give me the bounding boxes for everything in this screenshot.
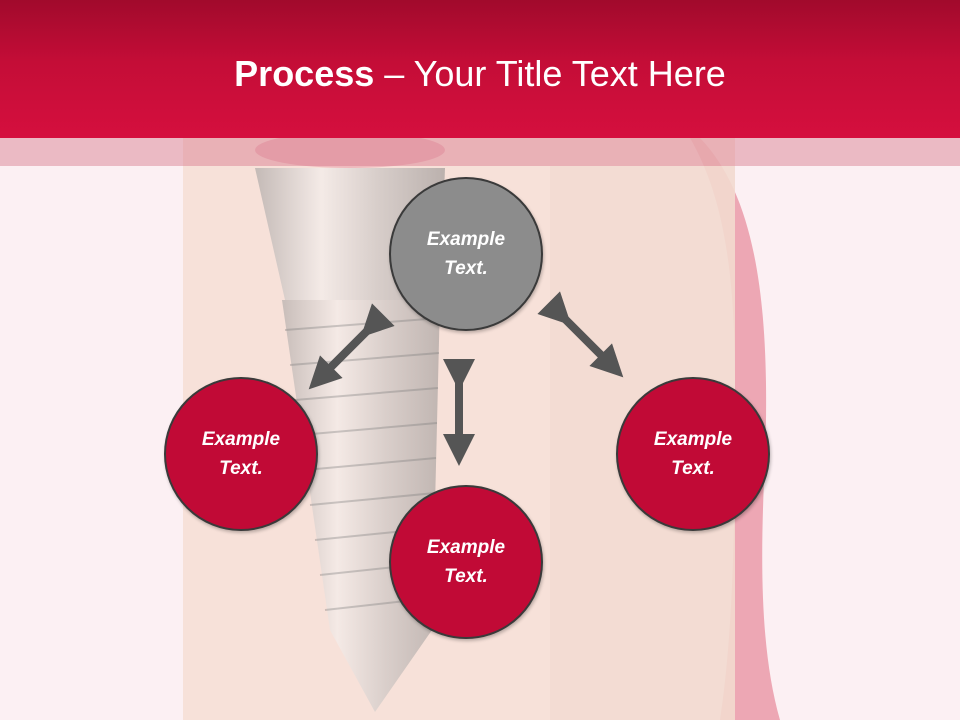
process-node-right[interactable]: Example Text.: [616, 377, 770, 531]
node-top-text: Example Text.: [426, 229, 506, 279]
arrow-top-left: [308, 303, 395, 390]
header-bar: [0, 0, 960, 138]
implant-body: [282, 300, 440, 712]
header-band: [0, 138, 960, 166]
title-bold: Process: [234, 53, 375, 94]
slide-title: Process – Your Title Text Here: [0, 50, 960, 98]
node-left-text: Example Text.: [201, 429, 281, 479]
process-node-left[interactable]: Example Text.: [164, 377, 318, 531]
crown-base: [255, 132, 445, 168]
title-rest: – Your Title Text Here: [374, 53, 726, 94]
arrow-top-right: [537, 291, 624, 378]
node-right-text: Example Text.: [653, 429, 733, 479]
process-node-bottom[interactable]: Example Text.: [389, 485, 543, 639]
node-bottom-text: Example Text.: [426, 537, 506, 587]
process-node-top[interactable]: Example Text.: [389, 177, 543, 331]
